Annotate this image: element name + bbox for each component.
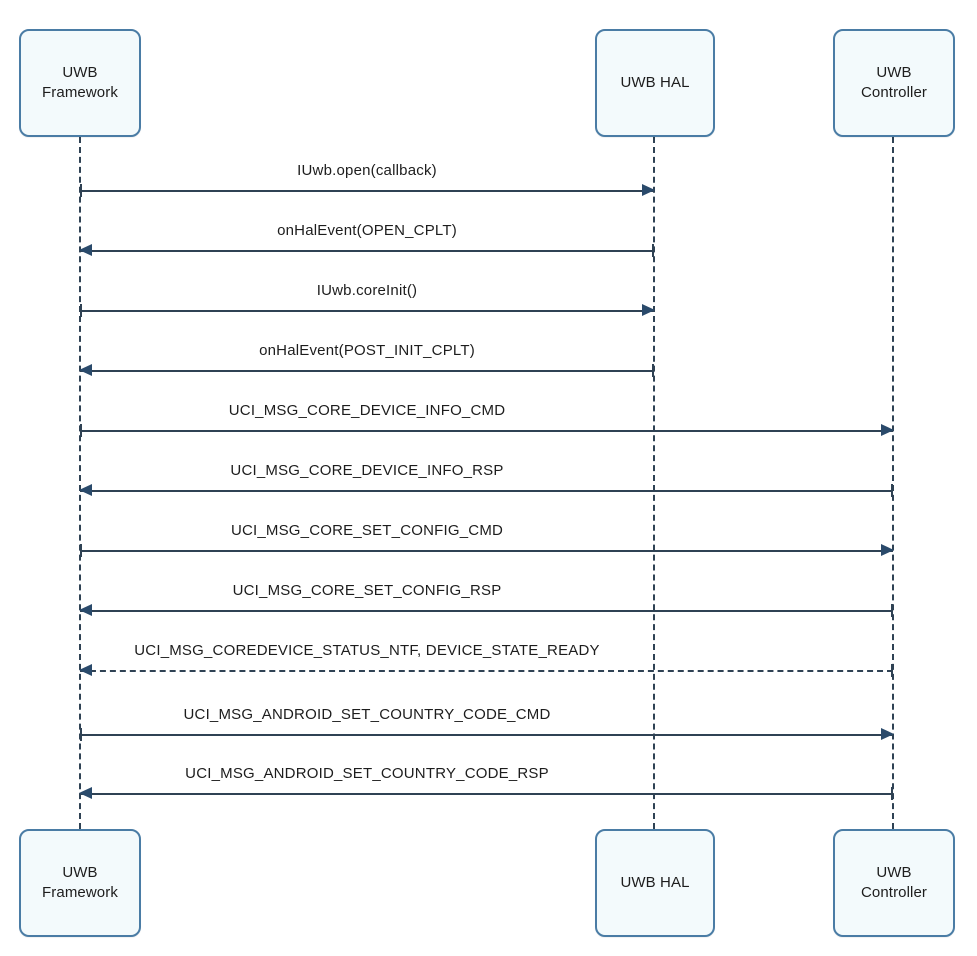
arrow-head-icon — [79, 604, 92, 616]
arrow-tail-tick — [891, 664, 893, 677]
arrow-tail-tick — [80, 304, 82, 317]
arrow-head-icon — [881, 424, 894, 436]
arrow-tail-tick — [80, 424, 82, 437]
participant-box-top-hal[interactable]: UWB HAL — [595, 29, 715, 137]
arrow-head-icon — [642, 304, 655, 316]
participant-box-top-controller[interactable]: UWB Controller — [833, 29, 955, 137]
lifeline-controller — [892, 137, 894, 829]
arrow-head-icon — [79, 484, 92, 496]
message-label: UCI_MSG_ANDROID_SET_COUNTRY_CODE_CMD — [183, 706, 551, 723]
message-label: UCI_MSG_CORE_DEVICE_INFO_CMD — [228, 402, 506, 419]
participant-label-controller: UWB Controller — [860, 64, 928, 101]
arrow-line — [80, 490, 893, 492]
arrow-line — [80, 670, 893, 672]
participant-label-hal: UWB HAL — [620, 74, 690, 92]
arrow-tail-tick — [891, 484, 893, 497]
arrow-line — [80, 250, 654, 252]
arrow-head-icon — [642, 184, 655, 196]
participant-box-bottom-framework[interactable]: UWB Framework — [19, 829, 141, 937]
arrow-tail-tick — [80, 544, 82, 557]
arrow-tail-tick — [80, 184, 82, 197]
arrow-head-icon — [79, 244, 92, 256]
arrow-line — [80, 734, 893, 736]
participant-label-hal: UWB HAL — [620, 874, 690, 892]
lifeline-hal — [653, 137, 655, 829]
arrow-head-icon — [881, 544, 894, 556]
arrow-tail-tick — [891, 604, 893, 617]
arrow-tail-tick — [652, 364, 654, 377]
arrow-head-icon — [881, 728, 894, 740]
arrow-line — [80, 610, 893, 612]
message-label: IUwb.coreInit() — [316, 282, 418, 299]
arrow-tail-tick — [652, 244, 654, 257]
message-label: UCI_MSG_ANDROID_SET_COUNTRY_CODE_RSP — [185, 765, 549, 782]
message-label: UCI_MSG_CORE_SET_CONFIG_CMD — [230, 522, 504, 539]
participant-label-framework: UWB Framework — [42, 864, 118, 901]
arrow-line — [80, 550, 893, 552]
participant-box-bottom-hal[interactable]: UWB HAL — [595, 829, 715, 937]
message-label: onHalEvent(POST_INIT_CPLT) — [259, 342, 475, 359]
message-label: onHalEvent(OPEN_CPLT) — [277, 222, 457, 239]
arrow-line — [80, 793, 893, 795]
message-label: UCI_MSG_CORE_DEVICE_INFO_RSP — [230, 462, 504, 479]
arrow-head-icon — [79, 664, 92, 676]
arrow-line — [80, 430, 893, 432]
message-label: IUwb.open(callback) — [297, 162, 437, 179]
participant-label-controller: UWB Controller — [860, 864, 928, 901]
message-label: UCI_MSG_COREDEVICE_STATUS_NTF, DEVICE_ST… — [134, 642, 600, 659]
arrow-line — [80, 310, 654, 312]
participant-box-top-framework[interactable]: UWB Framework — [19, 29, 141, 137]
arrow-line — [80, 190, 654, 192]
arrow-head-icon — [79, 364, 92, 376]
message-label: UCI_MSG_CORE_SET_CONFIG_RSP — [232, 582, 502, 599]
participant-label-framework: UWB Framework — [42, 64, 118, 101]
arrow-tail-tick — [891, 787, 893, 800]
arrow-head-icon — [79, 787, 92, 799]
lifeline-framework — [79, 137, 81, 829]
arrow-line — [80, 370, 654, 372]
arrow-tail-tick — [80, 728, 82, 741]
participant-box-bottom-controller[interactable]: UWB Controller — [833, 829, 955, 937]
